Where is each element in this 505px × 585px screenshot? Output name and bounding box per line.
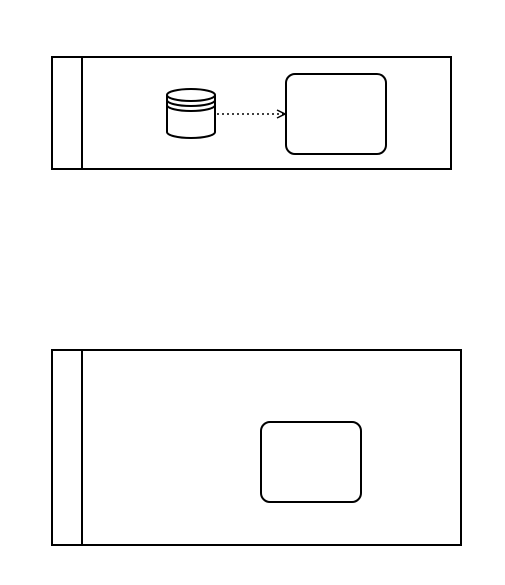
pool-1-border	[51, 56, 452, 170]
pool-1[interactable]	[51, 56, 452, 170]
pool-2-border	[51, 349, 462, 546]
task-1[interactable]	[285, 73, 387, 155]
task-1-box[interactable]	[285, 73, 387, 155]
task-2-box[interactable]	[260, 421, 362, 503]
data-store-icon[interactable]	[166, 88, 216, 139]
pool-2[interactable]	[51, 349, 462, 546]
task-2[interactable]	[260, 421, 362, 503]
